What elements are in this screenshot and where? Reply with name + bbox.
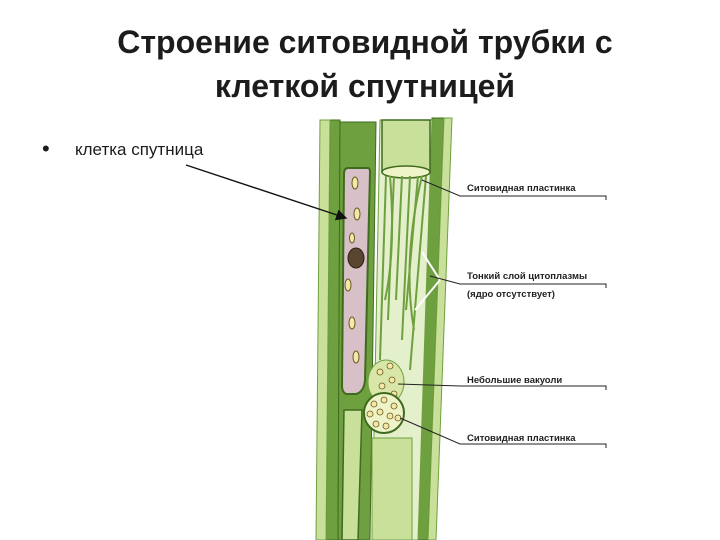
sieve-plate-pores [366,396,402,430]
nucleus [347,247,365,269]
organelle [349,232,355,244]
organelle [348,316,356,330]
label-sieve-plate-top: Ситовидная пластинка [467,183,576,194]
sieve-plate-top [381,165,431,179]
small-vacuoles [376,362,398,398]
organelle [352,350,360,364]
bullet-dot-icon: • [42,136,50,161]
upper-sieve-cell [381,119,431,173]
bullet-text: клетка спутница [75,140,204,159]
title-line-1: Строение ситовидной трубки с [117,24,613,60]
organelle [344,278,352,292]
cytoplasm-strands [379,175,427,371]
companion-cell-lower [341,409,363,540]
cytoplasm-pointer [414,251,441,311]
organelle [351,176,359,190]
label-small-vacuoles: Небольшие вакуоли [467,375,562,386]
companion-organelles [344,176,365,364]
title-line-2: клеткой спутницей [214,68,516,104]
label-cytoplasm-line1: Тонкий слой цитоплазмы [467,271,587,282]
left-outer-strip [315,119,331,540]
lower-sieve-cell [371,437,413,540]
organelle [353,207,361,221]
companion-cell-arrow [185,164,348,221]
label-cytoplasm-line2: (ядро отсутствует) [467,289,555,300]
companion-cell [340,167,372,395]
label-leaders [397,179,607,448]
slide-title: Строение ситовидной трубки с клеткой спу… [60,20,670,108]
right-outer-strip [427,117,453,540]
label-sieve-plate-bottom: Ситовидная пластинка [467,433,576,444]
